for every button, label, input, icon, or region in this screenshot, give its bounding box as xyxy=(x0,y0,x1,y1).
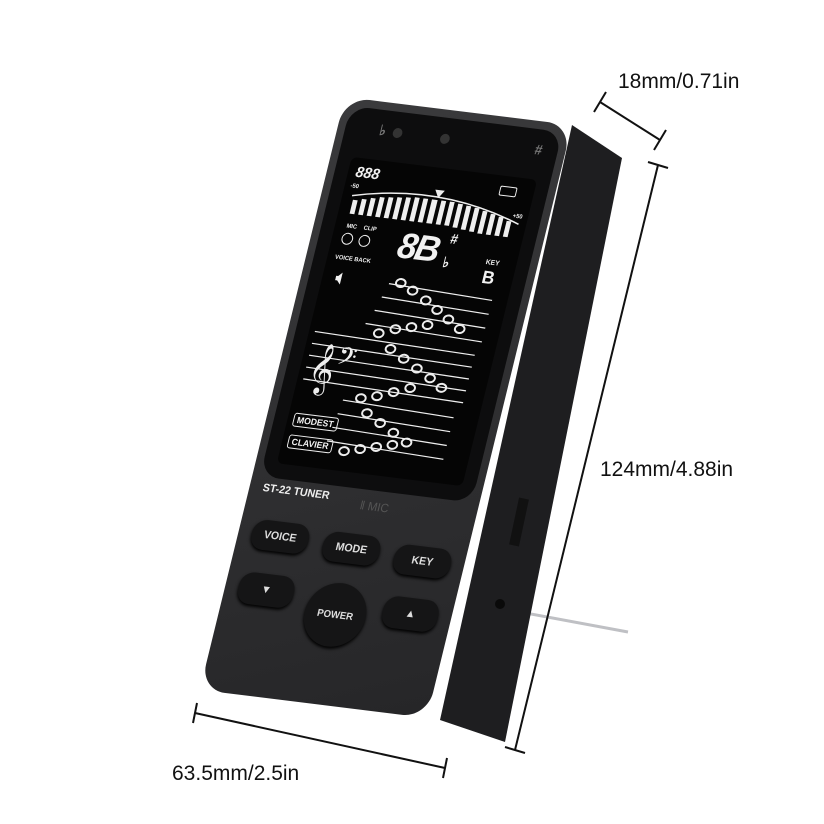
dimension-height xyxy=(504,161,669,754)
power-button[interactable]: POWER xyxy=(297,579,374,651)
clip-label: CLIP xyxy=(362,225,378,234)
flat-indicator: ♭ xyxy=(377,121,389,139)
tuning-meter xyxy=(349,189,519,239)
mic-label: MIC xyxy=(345,223,358,231)
pointer-icon xyxy=(435,189,445,199)
model-label: ST-22 TUNER xyxy=(261,481,331,503)
mic-icon xyxy=(340,232,355,246)
key-button[interactable]: KEY xyxy=(390,543,455,580)
lcd-display: 888 -50 +50 MIC CLIP 8B # ♭ VOICE BACK 🔈… xyxy=(276,156,538,487)
note-sharp: # xyxy=(448,230,461,248)
width-label: 63.5mm/2.5in xyxy=(172,762,300,785)
tuner-front-face: ♭ # 888 -50 +50 MIC CLIP 8B # ♭ VOICE BA… xyxy=(199,97,573,718)
voice-button[interactable]: VOICE xyxy=(248,518,313,556)
staff-notes: 𝄞 𝄢 xyxy=(303,278,493,460)
headphone-jack xyxy=(495,599,505,609)
dimension-width xyxy=(192,702,448,779)
height-label: 124mm/4.88in xyxy=(600,458,734,481)
mode-button[interactable]: MODE xyxy=(319,530,384,568)
device-side xyxy=(440,125,622,742)
sharp-indicator: # xyxy=(533,141,545,158)
mic-hole-label: ‖ MIC xyxy=(358,498,391,516)
side-switch xyxy=(509,497,529,547)
note-flat: ♭ xyxy=(441,253,452,271)
clip-icon xyxy=(357,234,372,248)
thickness-label: 18mm/0.71in xyxy=(618,70,740,93)
mic-label: MIC xyxy=(366,499,391,516)
dimension-thickness xyxy=(593,91,667,151)
up-button[interactable]: ▲ xyxy=(379,594,442,634)
indicator-led xyxy=(438,133,451,145)
down-button[interactable]: ▼ xyxy=(234,570,298,610)
indicator-led xyxy=(391,127,404,139)
